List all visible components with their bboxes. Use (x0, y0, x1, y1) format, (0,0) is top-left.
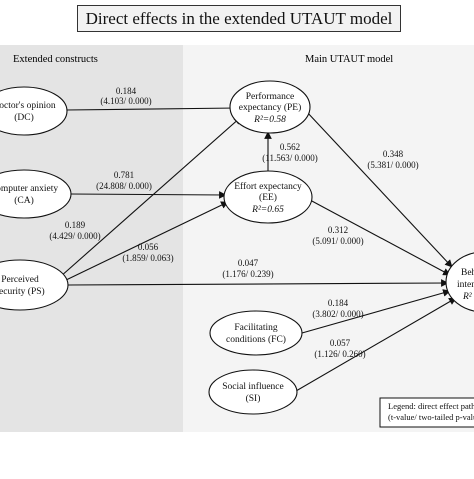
path-coef-ee-bi: 0.312 (328, 225, 348, 235)
node-ps-label-1: Perceived (1, 275, 39, 285)
path-stats-dc-pe: (4.103/ 0.000) (100, 96, 151, 106)
node-si (208, 369, 298, 415)
path-line-si-bi (295, 297, 457, 392)
path-stats-si-bi: (1.126/ 0.260) (314, 349, 365, 359)
node-dc-label-2: (DC) (14, 112, 34, 123)
node-fc (209, 310, 303, 356)
path-coef-ps-pe: 0.189 (65, 220, 86, 230)
node-fc-label-1: Facilitating (234, 323, 278, 333)
path-stats-pe-bi: (5.381/ 0.000) (367, 160, 418, 170)
node-bi (445, 252, 474, 312)
legend-line-2: (t-value/ two-tailed p-value (388, 412, 474, 422)
path-coef-si-bi: 0.057 (330, 338, 351, 348)
node-ps (0, 259, 69, 311)
path-line-ps-bi (67, 279, 449, 287)
path-line-ps-pe (59, 116, 242, 278)
node-ps-label-2: security (PS) (0, 286, 45, 297)
node-ee-r2: R²=0.65 (251, 205, 284, 215)
path-line-pe-bi (305, 110, 453, 268)
path-stats-ca-ee: (24.808/ 0.000) (96, 181, 152, 191)
node-bi-label-2: intention (457, 280, 474, 290)
legend-line-1: Legend: direct effect path (388, 401, 474, 411)
path-coef-ca-ee: 0.781 (114, 170, 134, 180)
node-pe (229, 80, 311, 134)
path-coef-ee-pe: 0.562 (280, 142, 300, 152)
path-stats-ps-pe: (4.429/ 0.000) (49, 231, 100, 241)
path-coef-pe-bi: 0.348 (383, 149, 404, 159)
path-coef-fc-bi: 0.184 (328, 298, 349, 308)
path-line-fc-bi (301, 289, 451, 334)
node-fc-label-2: conditions (FC) (226, 334, 286, 345)
node-pe-r2: R²=0.58 (253, 115, 286, 125)
diagram-title: Direct effects in the extended UTAUT mod… (77, 5, 401, 32)
legend-box (379, 397, 474, 428)
node-bi-r2: R² (462, 292, 472, 302)
path-stats-ee-bi: (5.091/ 0.000) (312, 236, 363, 246)
node-ca-label-2: (CA) (14, 195, 34, 206)
node-si-label-1: Social influence (222, 381, 283, 392)
extended-panel-label: Extended constructs (13, 54, 98, 65)
node-ee-label-2: (EE) (259, 192, 277, 203)
node-ca (0, 169, 72, 219)
main-panel-label: Main UTAUT model (305, 54, 393, 65)
node-pe-label-1: Performance (246, 91, 295, 102)
path-stats-ee-pe: (11.563/ 0.000) (262, 153, 317, 163)
path-coef-dc-pe: 0.184 (116, 86, 137, 96)
node-ee (223, 170, 313, 224)
path-line-ca-ee (69, 191, 227, 199)
node-pe-label-2: expectancy (PE) (239, 102, 302, 113)
path-coef-ps-ee: 0.056 (138, 242, 159, 252)
node-dc (0, 86, 68, 136)
path-line-ee-bi (309, 199, 451, 276)
node-ca-label-1: Computer anxiety (0, 184, 58, 194)
path-stats-ps-bi: (1.176/ 0.239) (222, 269, 273, 279)
path-line-dc-pe (65, 104, 238, 112)
path-coef-ps-bi: 0.047 (238, 258, 259, 268)
node-si-label-2: (SI) (246, 393, 261, 404)
path-stats-ps-ee: (1.859/ 0.063) (122, 253, 173, 263)
node-dc-label-1: Doctor's opinion (0, 101, 56, 111)
path-stats-fc-bi: (3.802/ 0.000) (312, 309, 363, 319)
path-line-ps-ee (63, 201, 229, 282)
node-ee-label-1: Effort expectancy (234, 181, 302, 192)
node-bi-label-1: Behavioral (461, 268, 474, 278)
